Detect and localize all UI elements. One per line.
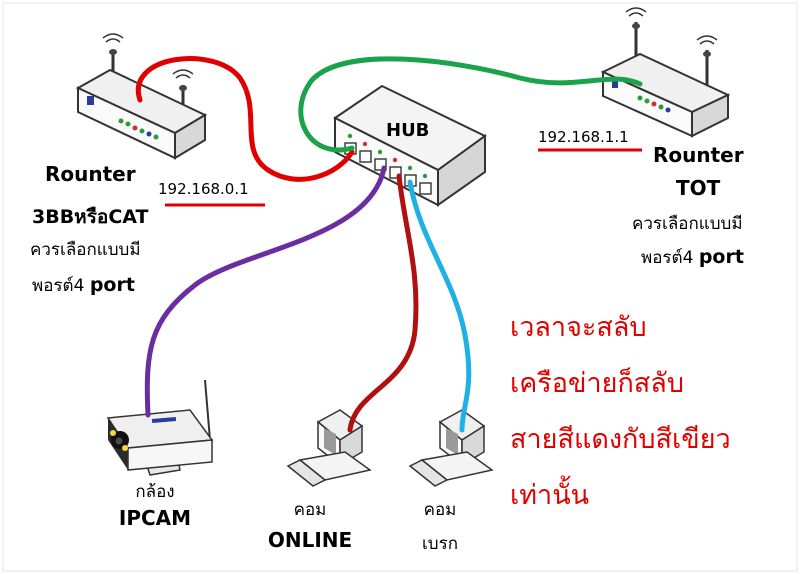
router-left-note-1: ควรเลือกแบบมี: [30, 240, 141, 260]
cyan-cable: [407, 179, 472, 433]
green-cable: [298, 56, 643, 153]
switch-note-2: เครือข่ายก็สลับ: [510, 368, 684, 399]
pc-online-label-1: คอม: [293, 500, 327, 520]
router-left-note-2-text: พอรต์4: [32, 276, 90, 296]
router-left-note-2: พอรต์4 port: [32, 272, 135, 299]
router-left-provider: 3BBหรือCAT: [32, 206, 149, 228]
router-left-icon: [75, 33, 208, 160]
pc-break-label-2: เบรก: [421, 534, 459, 554]
router-right-note-2-text: พอรต์4: [641, 248, 699, 268]
router-right-note-2: พอรต์4 port: [641, 244, 744, 271]
red-cable: [135, 56, 355, 182]
router-left-name: Rounter: [45, 162, 136, 186]
camera-label-2: IPCAM: [118, 506, 192, 530]
router-right-icon: [600, 7, 731, 138]
router-right-ip: 192.168.1.1: [538, 128, 629, 146]
camera-label-1: กล้อง: [135, 482, 175, 502]
switch-note-1: เวลาจะสลับ: [510, 312, 647, 343]
router-left-ip: 192.168.0.1: [158, 180, 249, 198]
switch-note-4: เท่านั้น: [510, 480, 590, 511]
router-left-note-2-port: port: [89, 274, 135, 296]
router-right-name: Rounter: [653, 143, 744, 167]
pc-online-label-2: ONLINE: [267, 528, 353, 552]
ipcam-icon: [106, 379, 214, 476]
hub-label: HUB: [386, 120, 430, 141]
router-right-provider: TOT: [676, 176, 721, 200]
pc-online-icon: [286, 409, 372, 487]
pc-break-label-1: คอม: [423, 500, 457, 520]
router-right-note-1: ควรเลือกแบบมี: [632, 214, 743, 234]
purple-cable: [144, 165, 387, 418]
pc-break-icon: [408, 409, 494, 487]
router-right-note-2-port: port: [698, 246, 744, 268]
switch-note-3: สายสีแดงกับสีเขียว: [510, 424, 731, 455]
darkred-cable: [347, 173, 419, 433]
